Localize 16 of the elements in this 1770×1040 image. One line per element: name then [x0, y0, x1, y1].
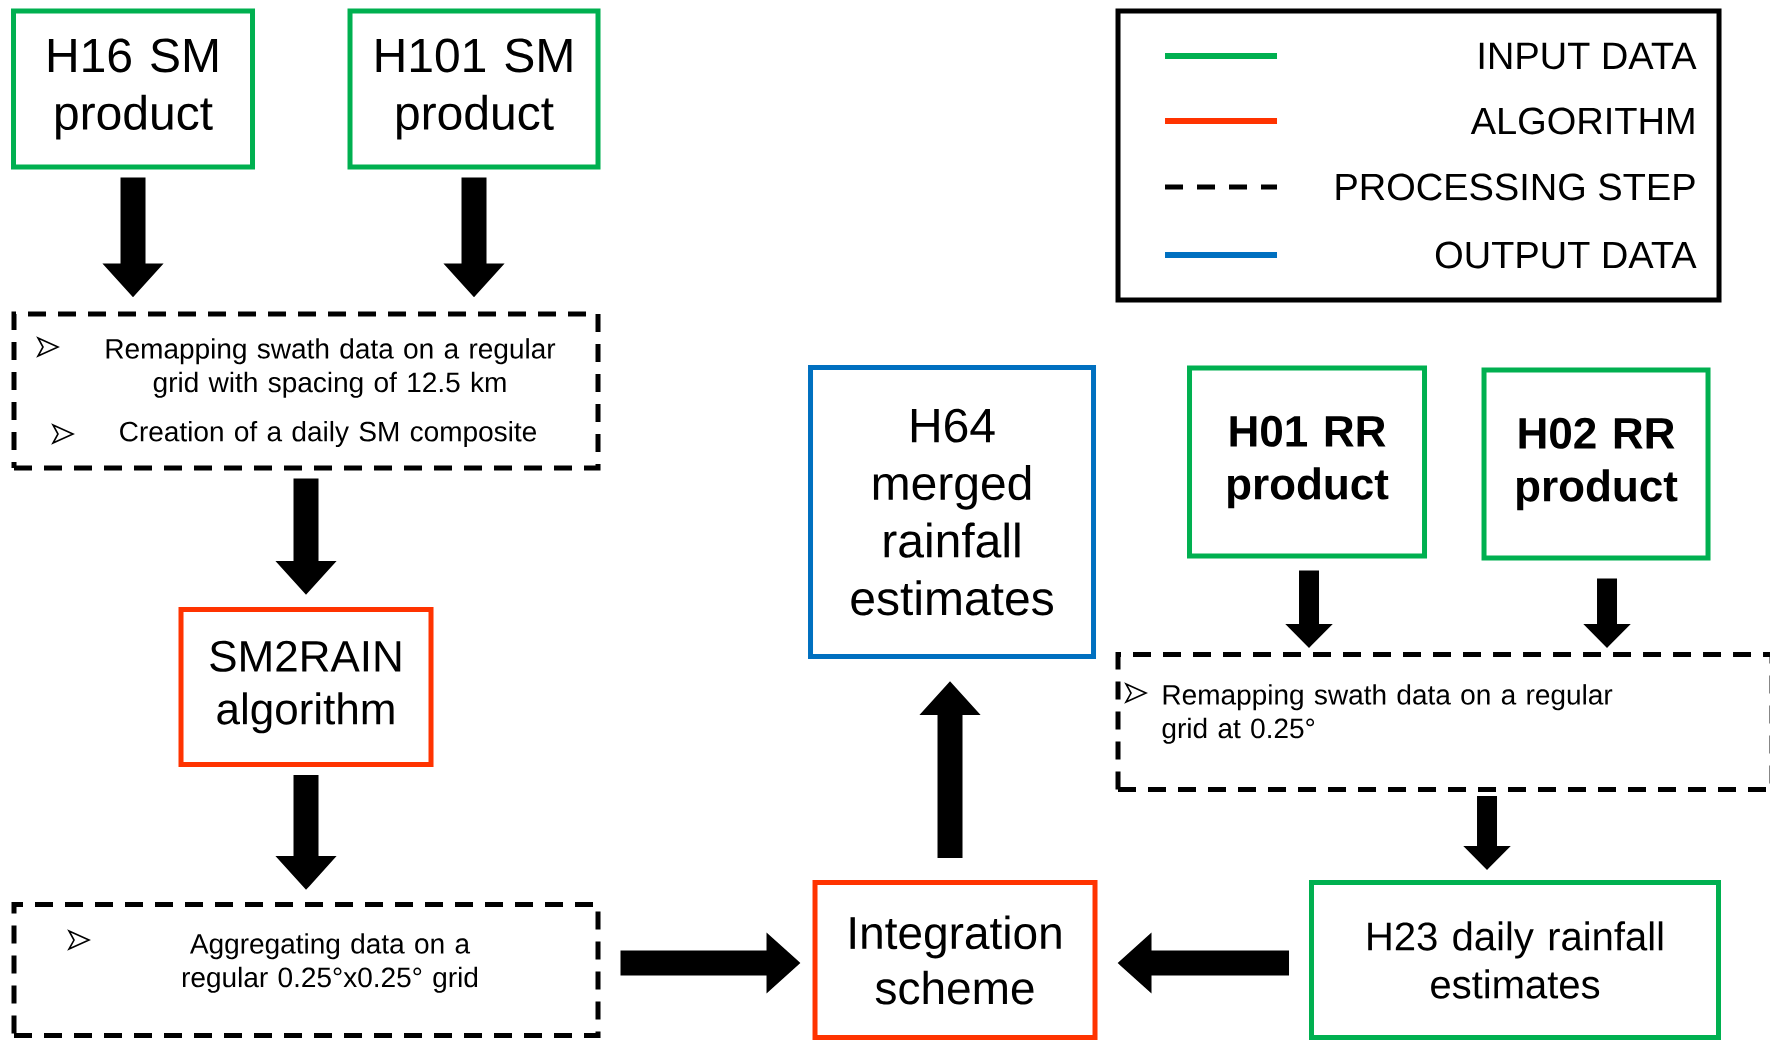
- legend-label: ALGORITHM: [1470, 107, 1694, 135]
- input-box: H16 SM product: [11, 8, 255, 170]
- input-box: H23 daily rainfall estimates: [1309, 880, 1721, 1040]
- algorithm-box: Integration scheme: [812, 880, 1098, 1040]
- algorithm-box: SM2RAIN algorithm: [178, 607, 434, 767]
- legend-label: PROCESSING STEP: [1336, 173, 1695, 201]
- input-box: H02 RR product: [1481, 367, 1711, 561]
- bullet-text: Remapping swath data on a regular grid at 0.25°: [1162, 684, 1613, 744]
- legend-label: OUTPUT DATA: [1435, 241, 1697, 269]
- bullet-text: Creation of a daily SM composite: [120, 420, 536, 448]
- output-box: H64 merged rainfall estimates: [808, 365, 1096, 659]
- legend-label: INPUT DATA: [1479, 42, 1697, 70]
- input-box: H101 SM product: [347, 8, 601, 170]
- bullet-text: Aggregating data on a regular 0.25°x0.25° grid: [182, 933, 478, 993]
- input-box: H01 RR product: [1187, 365, 1427, 559]
- bullet-text: Remapping swath data on a regular grid with spacing of 12.5 km: [106, 338, 556, 398]
